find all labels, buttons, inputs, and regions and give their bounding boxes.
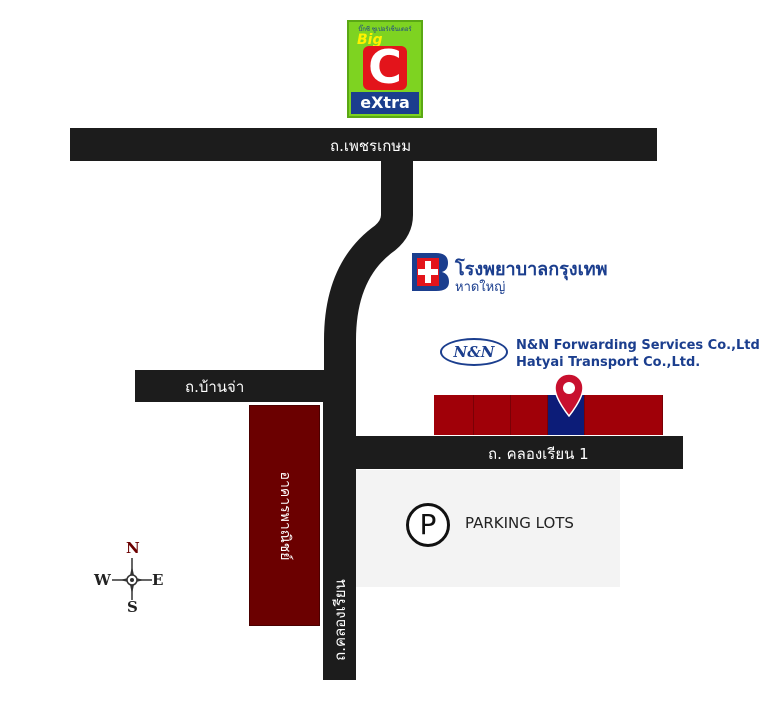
parking-area [356,470,620,587]
road-label-khlong-rian-1: ถ. คลองเรียน 1 [488,445,589,463]
building [511,395,548,435]
compass-north: N [126,539,140,557]
building [585,395,663,435]
compass-east: E [152,571,164,589]
company-name-1: N&N Forwarding Services Co.,Ltd. [516,338,760,353]
road-phetkasem: ถ.เพชรเกษม [70,128,657,161]
bigc-extra-text: eXtra [351,92,419,114]
bigc-c-box: C [363,40,407,94]
bigc-c-letter: C [368,40,402,94]
company-name-2: Hatyai Transport Co.,Ltd. [516,355,701,370]
compass-south: S [127,598,138,616]
nn-logo: N&N [440,338,508,366]
location-pin-icon [554,373,584,417]
parking-label: PARKING LOTS [465,514,574,532]
road-label-khlong-rian: ถ.คลองเรียน [331,579,349,661]
hospital-logo-icon [412,253,449,291]
bigc-top-text: บิ๊กซี ซูเปอร์เซ็นเตอร์ [358,26,412,33]
bigc-extra-logo: บิ๊กซี ซูเปอร์เซ็นเตอร์ Big C eXtra [347,20,423,118]
road-khlong-rian-1: ถ. คลองเรียน 1 [323,436,683,469]
bigc-big-text: Big [357,32,383,48]
compass-rose-icon [112,558,152,600]
building [434,395,474,435]
road-label-phetkasem: ถ.เพชรเกษม [330,137,412,155]
road-banchanchan: ถ.บ้านจ่า [135,370,335,402]
compass: N S W E [92,538,172,618]
parking-symbol: P [419,508,437,541]
parking-icon: P [406,503,450,547]
road-label-banchanchan: ถ.บ้านจ่า [185,378,245,396]
hospital-sub: หาดใหญ่ [455,280,506,295]
hospital-name: โรงพยาบาลกรุงเทพ [455,259,608,280]
building [474,395,511,435]
commercial-building-label: อาคารพาณิชย์ [276,471,293,560]
commercial-building: อาคารพาณิชย์ [249,405,320,626]
compass-west: W [94,571,111,589]
